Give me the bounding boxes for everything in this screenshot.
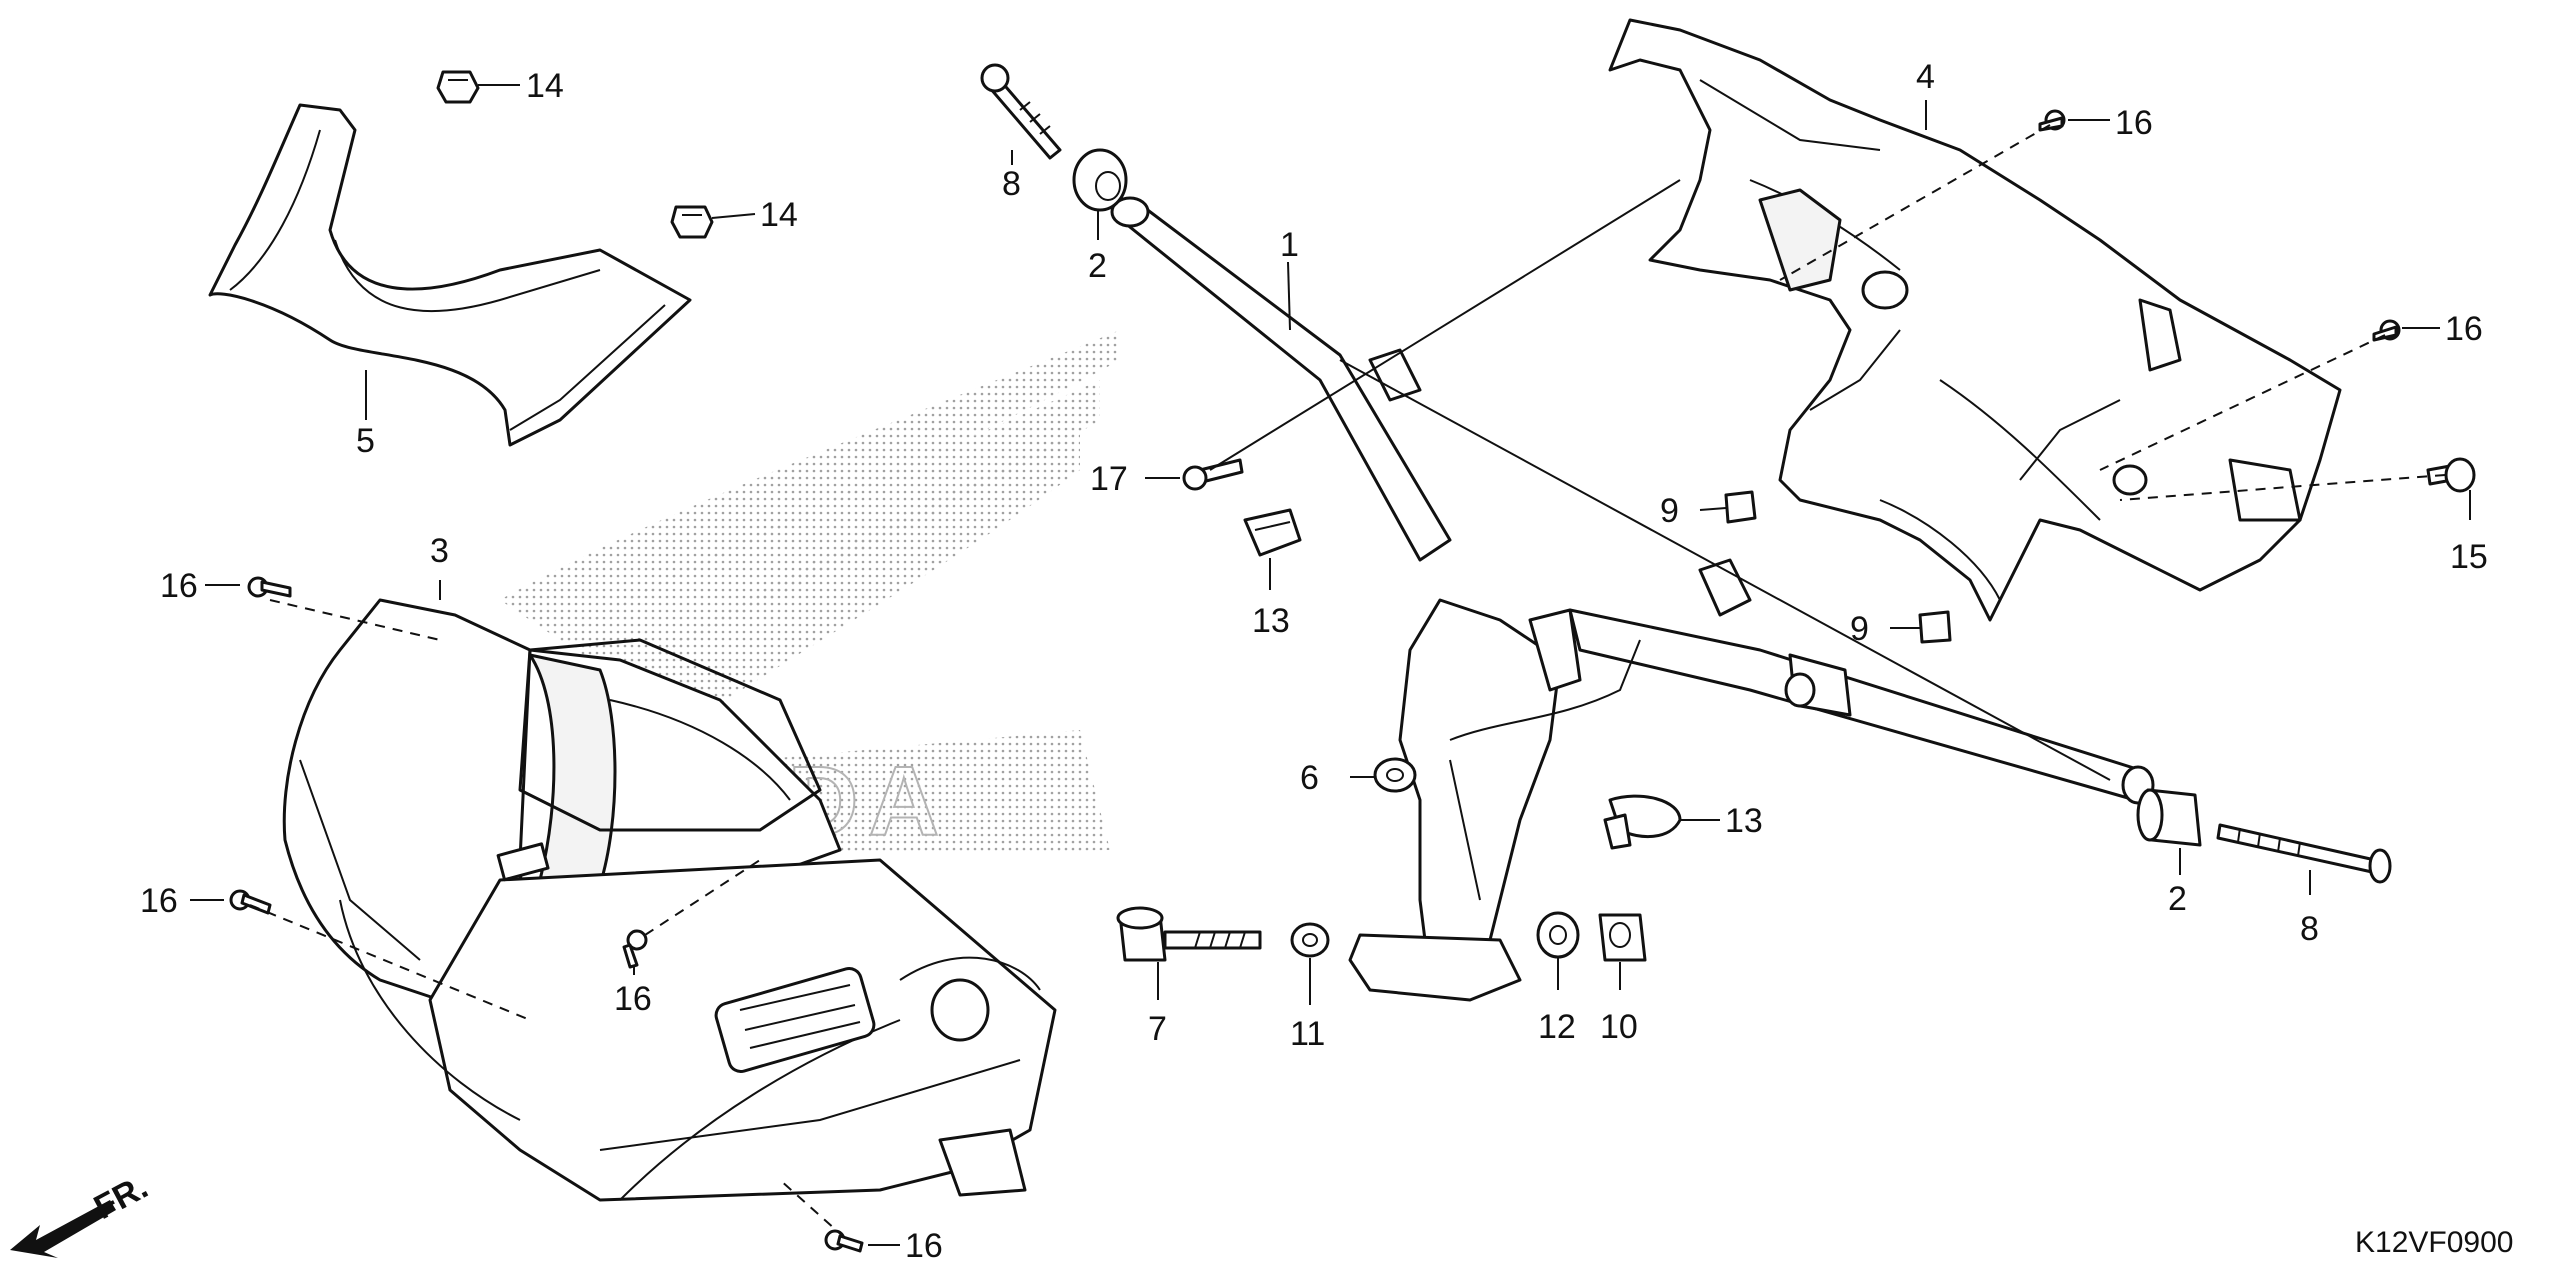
callout-14: 14 — [760, 196, 798, 234]
bolt-part-15 — [2426, 457, 2476, 493]
callout-16: 16 — [905, 1227, 943, 1265]
collar-part-11 — [1290, 922, 1330, 958]
clip-part-13-upper — [1243, 508, 1302, 557]
band-part-13-lower — [1603, 794, 1682, 850]
callout-8: 8 — [1002, 165, 1021, 203]
clip-nut-part-9-upper — [1724, 490, 1757, 524]
grommet-part-2-right — [2136, 788, 2202, 847]
callout-13: 13 — [1252, 602, 1290, 640]
callout-5: 5 — [356, 422, 375, 460]
callouts: 14 14 5 8 2 1 4 16 16 15 17 13 9 9 16 3 — [140, 58, 2488, 1265]
callout-10: 10 — [1600, 1008, 1638, 1046]
callout-7: 7 — [1148, 1010, 1167, 1048]
screw-part-16-left-mid — [229, 889, 272, 915]
callout-13: 13 — [1725, 802, 1763, 840]
clip-nut-part-9-lower — [1918, 610, 1952, 644]
drawing-code: K12VF0900 — [2355, 1226, 2513, 1259]
callout-15: 15 — [2450, 538, 2488, 576]
callout-16: 16 — [614, 980, 652, 1018]
screw-part-16-mid-right — [2372, 319, 2401, 342]
callout-16: 16 — [140, 882, 178, 920]
callout-16: 16 — [2115, 104, 2153, 142]
bolt-part-8-right — [2216, 823, 2392, 884]
grommet-part-2-left — [1072, 148, 1128, 212]
callout-6: 6 — [1300, 759, 1319, 797]
callout-2: 2 — [1088, 247, 1107, 285]
screw-part-16-center — [622, 929, 648, 969]
part-3-front-handle-cover — [282, 598, 1057, 1202]
clip-part-14-lower — [670, 205, 714, 239]
callout-16: 16 — [2445, 310, 2483, 348]
bolt-part-7 — [1116, 906, 1262, 962]
assembly-guide-lines — [249, 124, 2446, 1239]
callout-8: 8 — [2300, 910, 2319, 948]
callout-11: 11 — [1290, 1015, 1325, 1053]
callout-4: 4 — [1916, 58, 1935, 96]
collar-part-10 — [1598, 913, 1647, 962]
callout-9: 9 — [1850, 610, 1869, 648]
callout-17: 17 — [1090, 460, 1128, 498]
callout-1: 1 — [1280, 226, 1299, 264]
clip-part-14-upper — [436, 70, 480, 104]
screw-part-16-left-top — [247, 576, 292, 598]
callout-16: 16 — [160, 567, 198, 605]
rubber-part-12 — [1536, 911, 1580, 959]
screw-part-17 — [1182, 458, 1244, 491]
front-direction-arrow: FR. — [10, 1168, 154, 1258]
bolt-part-8-left — [980, 63, 1062, 160]
part-1-handlebar — [1110, 196, 2155, 1002]
callout-14: 14 — [526, 67, 564, 105]
screw-part-16-bottom — [824, 1229, 864, 1253]
callout-9: 9 — [1660, 492, 1679, 530]
screw-part-16-top-right — [2038, 109, 2066, 132]
part-4-rear-handle-cover — [1608, 18, 2342, 622]
callout-2: 2 — [2168, 880, 2187, 918]
callout-12: 12 — [1538, 1008, 1576, 1046]
callout-3: 3 — [430, 532, 449, 570]
part-5-upper-cover — [208, 103, 692, 447]
washer-part-6 — [1373, 757, 1417, 793]
